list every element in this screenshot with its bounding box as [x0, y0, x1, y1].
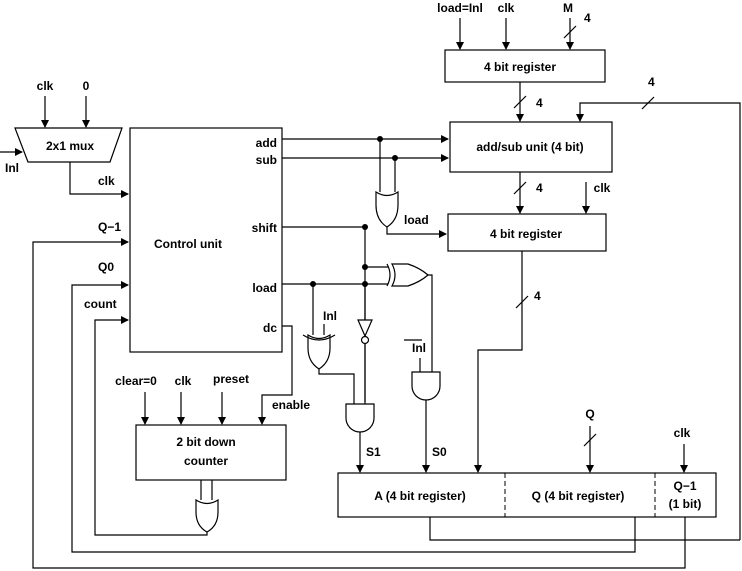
port-dc-label: dc	[263, 321, 277, 335]
inl-bar-label: Inl	[412, 341, 426, 355]
mux-to-cu-wire	[69, 162, 129, 198]
aq-register-block	[337, 472, 717, 518]
shift-junction	[362, 224, 368, 230]
m-register-block	[444, 49, 606, 83]
preset-label: preset	[213, 372, 249, 386]
mid-register-block	[447, 213, 607, 252]
s0-label: S0	[432, 445, 447, 459]
mid-reg-out-width: 4	[534, 289, 541, 303]
clear-label: clear=0	[115, 374, 157, 388]
addsub-out-width: 4	[536, 181, 543, 195]
or2-to-and-s1-wire	[318, 369, 355, 404]
count-wire	[94, 316, 208, 536]
mid-reg-clk-label: clk	[594, 181, 611, 195]
port-add-label: add	[256, 136, 277, 150]
addsub-label: add/sub unit (4 bit)	[476, 140, 583, 154]
q-register-label: Q (4 bit register)	[532, 489, 625, 503]
mid-register-label: 4 bit register	[490, 227, 562, 241]
mid-reg-out-slash	[515, 295, 529, 309]
cu-q0-label: Q0	[98, 260, 114, 274]
or-gate-load-inl	[307, 333, 331, 370]
port-sub-label: sub	[256, 153, 277, 167]
or-to-reg-load-wire	[386, 227, 447, 238]
m-reg-load-label: load=Inl	[437, 1, 483, 15]
port-shift-label: shift	[252, 221, 277, 235]
mux-clk-label: clk	[37, 79, 54, 93]
port-load-label: load	[252, 281, 277, 295]
addsub-out-slash	[513, 181, 527, 195]
and-gate-s1	[345, 403, 375, 433]
s1-label: S1	[366, 445, 381, 459]
mux-inl-label: Inl	[5, 161, 19, 175]
or-gate-addsub	[375, 190, 399, 228]
qm1-register-label-1: Q−1	[673, 479, 696, 493]
mux-label: 2x1 mux	[46, 139, 94, 153]
or2-extra-arc	[302, 334, 336, 341]
shift-xor-junction	[362, 264, 368, 270]
qm1-feedback-wire	[32, 238, 686, 569]
cu-count-label: count	[84, 297, 117, 311]
mid-reg-load-label: load	[404, 213, 429, 227]
not-gate	[357, 319, 373, 338]
addsub-unit-block	[449, 121, 613, 173]
mux-zero-label: 0	[83, 79, 90, 93]
m-register-label: 4 bit register	[484, 60, 556, 74]
down-counter-label-2: counter	[184, 454, 228, 468]
a-register-label: A (4 bit register)	[374, 489, 466, 503]
q-input-label: Q	[585, 407, 594, 421]
feedback-bus-width: 4	[648, 75, 655, 89]
m-bus-width: 4	[584, 11, 591, 25]
mux-block	[14, 127, 123, 163]
dc-to-enable-wire	[258, 325, 293, 425]
control-unit-block	[129, 127, 283, 353]
m-reg-clk-label: clk	[498, 1, 515, 15]
xor-to-and-s0-wire	[428, 274, 433, 372]
or-gate-counter	[195, 498, 219, 533]
m-reg-out-width: 4	[536, 96, 543, 110]
control-unit-label: Control unit	[154, 237, 222, 251]
or2-inl-label: Inl	[323, 309, 337, 323]
m-input-label: M	[563, 1, 573, 15]
enable-label: enable	[272, 398, 310, 412]
qm1-clk-label: clk	[674, 426, 691, 440]
cu-qm1-label: Q−1	[98, 220, 121, 234]
counter-clk-label: clk	[175, 374, 192, 388]
feedback-bus-wire	[576, 102, 741, 540]
xor-gate-shift-load	[390, 263, 429, 287]
q-input-slash	[583, 433, 597, 447]
mid-reg-to-a-wire	[474, 251, 523, 473]
down-counter-block	[135, 424, 287, 481]
m-bus-slash	[563, 25, 577, 39]
not-gate-bubble	[360, 335, 370, 345]
m-reg-out-slash	[513, 95, 527, 109]
qm1-register-label-2: (1 bit)	[669, 497, 702, 511]
feedback-bus-slash	[641, 96, 655, 110]
cu-clk-label: clk	[98, 174, 115, 188]
down-counter-label-1: 2 bit down	[176, 435, 235, 449]
and-gate-s0	[411, 371, 441, 401]
xor-gate-extra-arc	[386, 263, 391, 287]
a-out-feedback-wire	[429, 517, 740, 541]
